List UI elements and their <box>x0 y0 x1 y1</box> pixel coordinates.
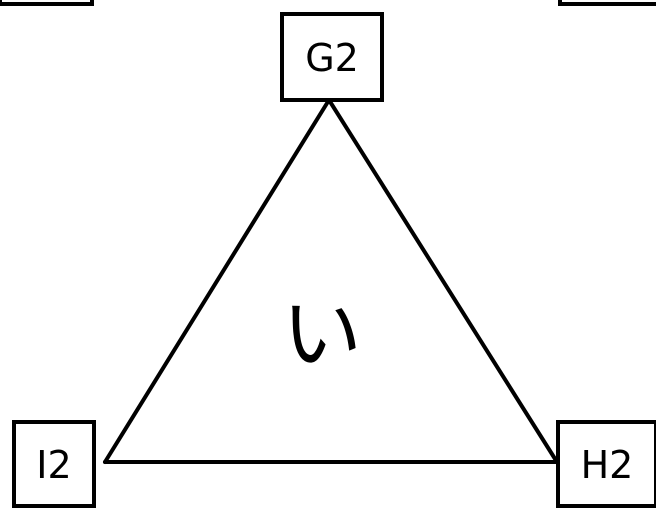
node-g2-label: G2 <box>305 36 359 80</box>
edge-g2-h2 <box>327 98 559 464</box>
edge-i2-g2 <box>103 98 331 464</box>
node-i2-label: I2 <box>36 443 71 487</box>
node-i2-box <box>12 420 96 508</box>
node-i2: I2 <box>12 420 96 508</box>
node-h2: H2 <box>556 420 656 508</box>
node-h2-label: H2 <box>581 443 634 487</box>
node-h2-box <box>556 420 656 508</box>
node-g2: G2 <box>280 12 384 102</box>
center-label: い <box>282 288 362 381</box>
cropped-box-top-left <box>0 0 94 6</box>
cropped-box-top-right <box>558 0 656 6</box>
node-g2-box <box>280 12 384 102</box>
